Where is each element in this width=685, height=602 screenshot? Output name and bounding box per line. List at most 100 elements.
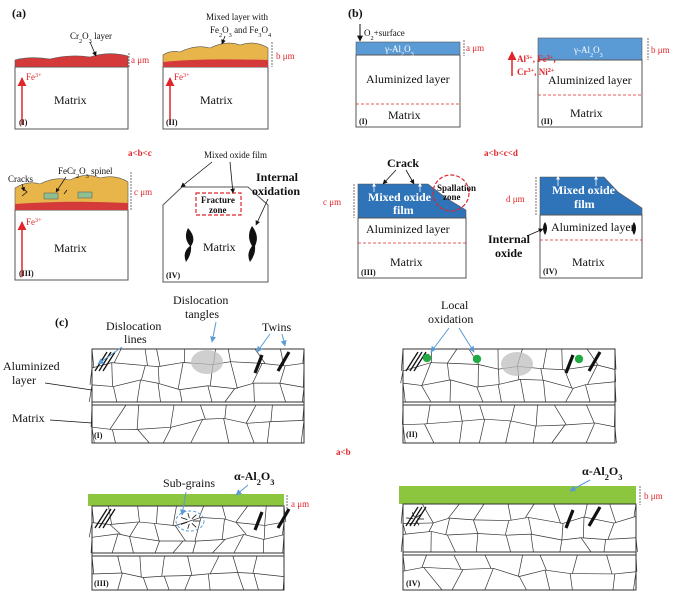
dislocation-tangle: [191, 350, 223, 374]
oxide-label-2: film: [574, 197, 595, 211]
thickness-a-label: a μm: [291, 499, 309, 509]
local-ox-pointer: [459, 328, 474, 352]
grain-panel-IV: [401, 504, 637, 590]
matrix-label: Matrix: [203, 240, 236, 254]
layer-label: Aluminized layer: [366, 72, 450, 86]
crack-label: Crack: [387, 156, 419, 170]
local-oxidation-dot: [473, 355, 481, 363]
panel-b-label: (b): [348, 6, 363, 20]
numeral: (I): [19, 118, 28, 127]
dislocation-lines-label-1: Dislocation: [106, 319, 161, 333]
matrix-label: Matrix: [388, 108, 421, 122]
oxide-label-1: Mixed oxide: [368, 190, 432, 204]
internal-label-1: Internal: [488, 232, 531, 246]
spinel-particle: [44, 193, 58, 199]
oxide-label-1: Mixed oxide: [552, 183, 616, 197]
panel-b-IV: Mixed oxide film Aluminized layer Matrix…: [488, 176, 642, 278]
twins-pointer: [282, 334, 285, 346]
panel-a-III: Fe3+ Matrix (III) Cracks FeCr2O3 spinel …: [8, 166, 152, 280]
numeral-c-II: (II): [406, 430, 418, 439]
matrix-label: Matrix: [572, 255, 605, 269]
local-oxidation-dot: [423, 354, 431, 362]
panel-a-label: (a): [12, 6, 26, 20]
layer-pointer: [90, 42, 96, 56]
film-pointer: [181, 162, 212, 187]
aluminized-label-1: Aluminized: [3, 359, 60, 373]
twins-label: Twins: [262, 320, 291, 334]
tangles-pointer: [212, 322, 216, 342]
aluminized-label-2: layer: [12, 373, 36, 387]
cr2o3-underlayer: [15, 202, 128, 210]
panel-a-relation: a<b<c: [128, 148, 152, 158]
matrix-pointer: [50, 420, 92, 423]
layer-label: Aluminized layer: [551, 220, 635, 234]
aluminized-pointer: [45, 383, 92, 390]
alpha-oxide-pointer: [236, 485, 248, 495]
internal-label-1: Internal: [256, 170, 299, 184]
alpha-oxide-label-III: α-Al2O3: [234, 469, 274, 487]
grain-panel-II: [401, 349, 617, 443]
numeral: (IV): [543, 267, 558, 276]
layer-label-2: Fe2O3 and Fe3O4: [210, 25, 272, 39]
fracture-label-2: zone: [209, 205, 227, 215]
panel-b-II: γ-Al2O3 Aluminized layer Matrix (II) Al3…: [512, 38, 670, 127]
local-ox-pointer: [431, 328, 449, 352]
panel-c-relation: a<b: [336, 447, 351, 457]
layer-label: Aluminized layer: [366, 222, 450, 236]
internal-label-2: oxide: [495, 246, 523, 260]
panel-a-I: Fe3+ Matrix (I) Cr2O3 layer a μm: [15, 31, 149, 129]
alpha-alumina-layer: [399, 486, 636, 504]
thickness-b-label: b μm: [644, 491, 663, 501]
matrix-label: Matrix: [54, 241, 87, 255]
local-oxidation-label-1: Local: [441, 298, 469, 312]
numeral: (II): [166, 118, 178, 127]
grain-panel-I: [89, 349, 304, 443]
numeral: (IV): [166, 271, 181, 280]
panel-b-I: γ-Al2O3 Aluminized layer Matrix (I) O2+s…: [356, 24, 484, 127]
layer-label-1: Mixed layer with: [206, 12, 268, 22]
thickness-label: c μm: [134, 187, 152, 197]
thickness-label: a μm: [131, 55, 149, 65]
crack-pointer: [383, 170, 396, 184]
alpha-alumina-layer: [88, 494, 284, 506]
layer-label: Aluminized layer: [548, 73, 632, 87]
panel-a-II: Fe3+ Matrix (II) Mixed layer with Fe2O3 …: [163, 12, 295, 129]
dislocation-tangle: [501, 352, 533, 376]
grain-panels: [88, 349, 637, 590]
numeral-c-I: (I): [94, 431, 103, 440]
layer-pointer: [222, 36, 225, 44]
fracture-label-1: Fracture: [201, 195, 235, 205]
numeral: (III): [361, 268, 376, 277]
spinel-particle: [78, 192, 92, 198]
thickness-label: d μm: [506, 194, 525, 204]
matrix-label: Matrix: [570, 106, 603, 120]
matrix-label: Matrix: [54, 93, 87, 107]
dislocation-tangles-label-2: tangles: [185, 307, 219, 321]
matrix-label-c: Matrix: [12, 411, 45, 425]
matrix-label: Matrix: [390, 255, 423, 269]
oxide-label-2: film: [393, 203, 414, 217]
panel-b-relation: a<b<c<d: [484, 148, 518, 158]
thickness-label: b μm: [276, 51, 295, 61]
layer-label: Cr2O3 layer: [70, 31, 112, 45]
spall-label-2: zone: [443, 192, 461, 202]
film-label: Mixed oxide film: [204, 150, 267, 160]
numeral-c-IV: (IV): [406, 579, 421, 588]
panel-b-III: Spallation zone Mixed oxide film Alumini…: [323, 156, 476, 278]
numeral: (II): [541, 117, 553, 126]
numeral-c-III: (III): [94, 579, 109, 588]
panel-a-IV: Fracture zone Matrix (IV) Mixed oxide fi…: [163, 150, 300, 282]
local-oxidation-dot: [575, 355, 583, 363]
matrix-label: Matrix: [200, 93, 233, 107]
grain-panel-III: [89, 506, 289, 590]
cr2o3-layer: [15, 54, 128, 67]
cracks-label: Cracks: [8, 174, 33, 184]
dislocation-tangles-label-1: Dislocation: [173, 293, 228, 307]
internal-label-2: oxidation: [252, 184, 300, 198]
thickness-label: c μm: [323, 197, 341, 207]
numeral: (I): [359, 117, 368, 126]
local-oxidation-label-2: oxidation: [428, 312, 473, 326]
dislocation-lines-label-2: lines: [124, 332, 147, 346]
